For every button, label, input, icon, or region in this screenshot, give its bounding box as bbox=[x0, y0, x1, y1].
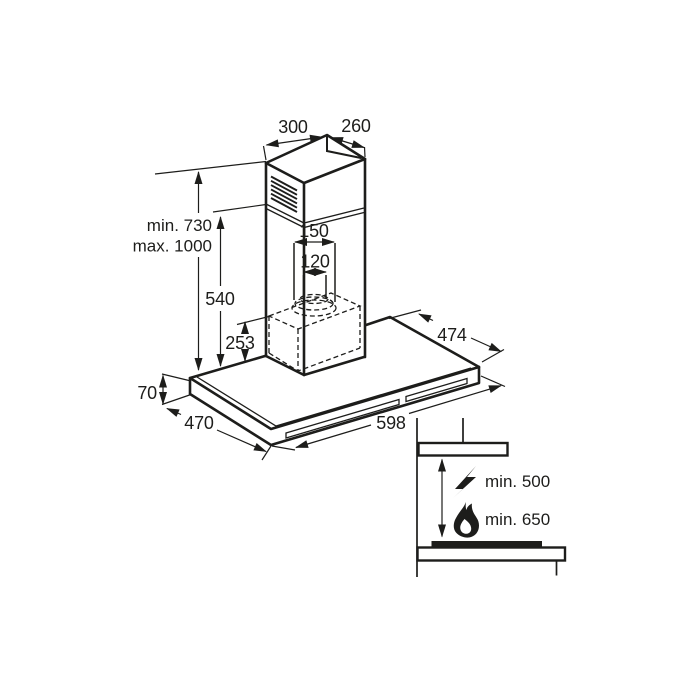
dim-duct-outer-150: 150 bbox=[294, 221, 335, 246]
clearance-electric-label: min. 500 bbox=[485, 472, 550, 491]
canopy bbox=[188, 315, 481, 447]
front-groove-right bbox=[405, 377, 468, 403]
dim-label-300: 300 bbox=[278, 117, 308, 137]
dim-chimney-540: 540 bbox=[205, 203, 267, 367]
dim-label-474: 474 bbox=[437, 325, 467, 345]
dim-depth-top-474: 474 bbox=[388, 309, 505, 363]
canopy-back-right-edge bbox=[364, 315, 481, 369]
chimney-top-opening bbox=[326, 136, 362, 159]
dim-body-253: 253 bbox=[225, 315, 270, 362]
dim-top-depth-260: 260 bbox=[330, 116, 371, 158]
chimney bbox=[264, 133, 367, 377]
dim-label-min-730: min. 730 bbox=[147, 216, 212, 235]
dim-height-min-max: min. 730 max. 1000 bbox=[133, 160, 267, 371]
lightning-icon bbox=[453, 466, 476, 498]
dim-label-598: 598 bbox=[376, 413, 406, 433]
dim-top-width-300: 300 bbox=[262, 117, 323, 161]
duct-tube bbox=[293, 243, 336, 302]
dim-width-598: 598 bbox=[271, 375, 506, 451]
dim-label-120: 120 bbox=[300, 252, 330, 272]
clearance-gas-label: min. 650 bbox=[485, 510, 550, 529]
clearance-diagram: min. 500 min. 650 bbox=[416, 418, 567, 577]
front-groove-left bbox=[285, 398, 400, 439]
canopy-back-left-edge bbox=[188, 354, 267, 380]
dim-label-540: 540 bbox=[205, 289, 235, 309]
dimension-annotations: 300 260 min. 730 max. 1000 540 253 bbox=[133, 116, 506, 461]
chimney-seam bbox=[265, 203, 365, 224]
dim-thickness-70: 70 bbox=[137, 373, 192, 406]
dim-depth-bottom-470: 470 bbox=[166, 407, 272, 461]
dim-label-260: 260 bbox=[341, 116, 371, 136]
dim-label-150: 150 bbox=[299, 221, 329, 241]
duct-spigot-ring bbox=[299, 293, 329, 305]
duct-spigot-ring bbox=[291, 299, 337, 317]
duct-spigot-ring bbox=[294, 296, 334, 311]
hood-side-view bbox=[417, 441, 509, 457]
hood-isometric-view bbox=[188, 133, 481, 447]
flame-icon bbox=[453, 502, 479, 538]
cooktop-side-view bbox=[431, 541, 542, 548]
chimney-seam-2 bbox=[265, 207, 365, 229]
chimney-top-rim bbox=[264, 133, 367, 185]
dim-label-70: 70 bbox=[137, 383, 157, 403]
motor-housing-hidden bbox=[267, 292, 362, 372]
dim-label-470: 470 bbox=[184, 413, 214, 433]
dim-label-max-1000: max. 1000 bbox=[133, 237, 212, 256]
dim-duct-inner-120: 120 bbox=[300, 252, 330, 276]
dim-label-253: 253 bbox=[225, 333, 255, 353]
counter-side-view bbox=[416, 546, 567, 562]
vent-grille bbox=[270, 175, 298, 213]
chimney-base bbox=[264, 354, 366, 377]
glass-panel-edge bbox=[196, 367, 472, 427]
